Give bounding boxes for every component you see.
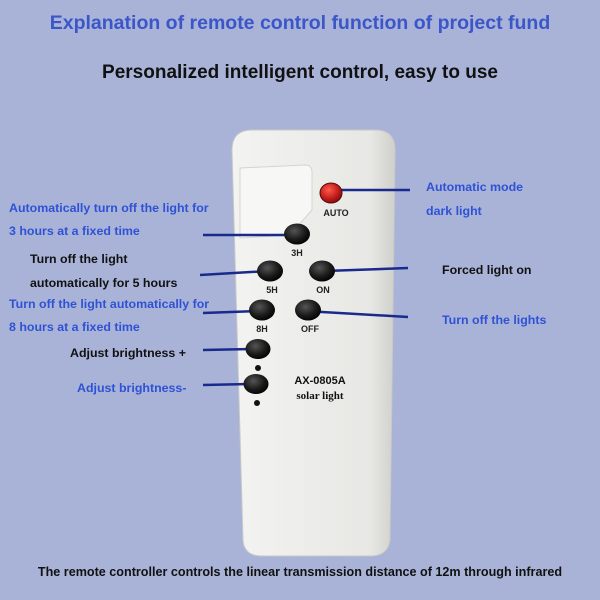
h5-pointer-line: [199, 269, 269, 277]
brightness-down-button[interactable]: [243, 374, 269, 394]
h3-button-label: 3H: [291, 248, 303, 258]
h5-button[interactable]: [257, 260, 283, 282]
off-pointer-line: [304, 309, 409, 319]
on-label: Forced light on: [442, 263, 532, 277]
brightness-down-dot: [254, 400, 260, 406]
brightness-up-button[interactable]: [245, 339, 271, 359]
h5-button-label: 5H: [266, 285, 278, 295]
on-button[interactable]: [309, 260, 335, 282]
on-button-label: ON: [316, 285, 330, 295]
bright-down-pointer-line: [202, 382, 251, 387]
on-pointer-line: [324, 266, 409, 273]
auto-button[interactable]: [319, 182, 343, 204]
model-subtitle: solar light: [296, 390, 344, 402]
footer-note: The remote controller controls the linea…: [37, 565, 563, 579]
h8-label-line1: Turn off the light automatically for: [9, 297, 210, 311]
page-subtitle: Personalized intelligent control, easy t…: [102, 62, 498, 83]
brightness-up-dot: [255, 365, 261, 371]
auto-button-label: AUTO: [323, 208, 348, 218]
h5-label-line2: automatically for 5 hours: [30, 276, 178, 290]
off-button[interactable]: [295, 299, 321, 321]
auto-label-line1: Automatic mode: [426, 180, 524, 194]
off-button-label: OFF: [301, 324, 319, 334]
h3-button[interactable]: [284, 223, 310, 245]
bright-up-pointer-line: [202, 347, 253, 352]
brightness-up-label: Adjust brightness +: [70, 346, 187, 360]
annotation-lines: [199, 188, 410, 387]
h8-button-label: 8H: [256, 324, 268, 334]
h8-label-line2: 8 hours at a fixed time: [9, 320, 140, 334]
h8-button[interactable]: [249, 299, 275, 321]
h5-label-line1: Turn off the light: [30, 252, 128, 266]
model-number: AX-0805A: [294, 375, 345, 387]
brightness-down-label: Adjust brightness-: [77, 381, 187, 395]
h8-pointer-line: [202, 309, 259, 315]
page-title: Explanation of remote control function o…: [49, 12, 551, 34]
h3-label-line1: Automatically turn off the light for: [9, 201, 209, 215]
remote-top-panel: [239, 164, 313, 239]
h3-label-line2: 3 hours at a fixed time: [9, 224, 140, 238]
off-label: Turn off the lights: [442, 313, 547, 327]
auto-label-line2: dark light: [426, 204, 482, 218]
